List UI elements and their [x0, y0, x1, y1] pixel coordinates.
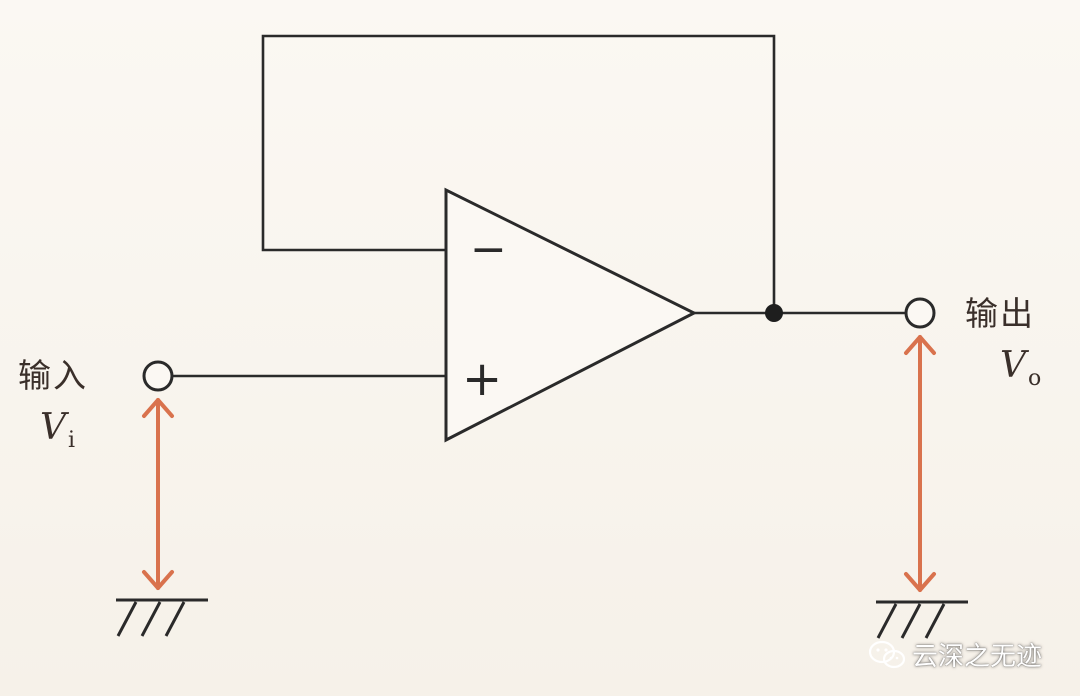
wechat-icon: [868, 640, 906, 668]
output-voltage-subscript: o: [1028, 365, 1042, 391]
watermark: 云深之无迹: [868, 636, 1042, 673]
output-voltage-arrow: [904, 335, 936, 592]
output-label: 输出: [965, 294, 1035, 333]
output-voltage-label: Vo: [1000, 348, 1041, 390]
input-ground-symbol: [116, 598, 208, 637]
input-terminal: [142, 360, 174, 392]
opamp-minus-symbol: −: [470, 224, 507, 275]
watermark-text: 云深之无迹: [912, 642, 1043, 672]
junction-dot: [765, 304, 783, 322]
opamp-triangle: [444, 187, 698, 443]
output-terminal: [904, 297, 936, 329]
output-ground-symbol: [876, 600, 968, 639]
input-voltage-arrow: [142, 398, 174, 590]
feedback-wire: [261, 34, 776, 313]
opamp-plus-symbol: +: [462, 351, 502, 407]
input-voltage-subscript: i: [68, 427, 76, 453]
input-voltage-label: Vi: [40, 410, 75, 452]
output-voltage-var: V: [1000, 345, 1026, 386]
input-label: 输入: [18, 356, 88, 395]
input-voltage-var: V: [40, 407, 66, 448]
